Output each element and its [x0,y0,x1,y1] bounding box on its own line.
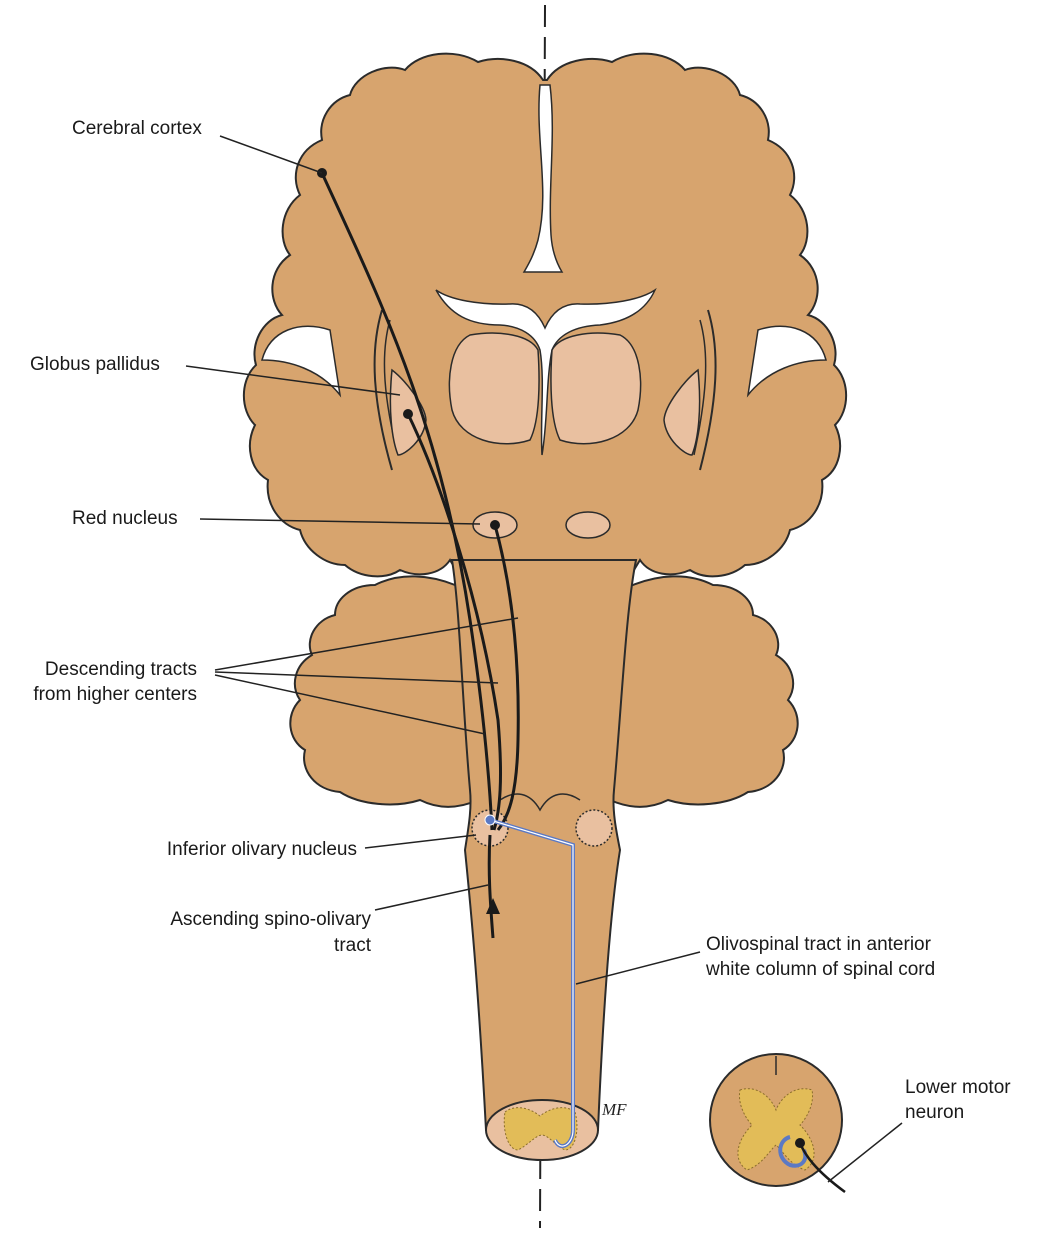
leader-ascending [374,884,489,911]
spinal-grey-matter [737,1088,815,1171]
olive-right [575,809,613,847]
artist-signature: MF [601,1100,627,1119]
internal-capsule-left [373,309,393,471]
label-globus-pallidus: Globus pallidus [30,354,160,375]
label-cerebral-cortex: Cerebral cortex [72,118,202,139]
red-nucleus-neuron [490,520,500,530]
tract-cortex [320,172,494,831]
label-descending-line2: from higher centers [33,684,197,705]
tract-spino-olivary [487,834,495,939]
label-lower-motor-line1: Lower motor [905,1077,1011,1098]
internal-capsule-right [699,309,717,471]
leader-globus-pallidus [185,365,401,396]
leader-olivospinal [575,951,701,985]
internal-capsule-right-2 [693,319,707,456]
label-ascending-line1: Ascending spino-olivary [170,909,371,930]
thalamus-left [448,332,540,445]
pallidus-neuron [403,409,413,419]
label-descending-line1: Descending tracts [45,659,197,680]
tract-olivospinal-inner [489,819,574,1147]
leader-descending-1 [214,617,519,671]
thalamus-right [550,332,642,445]
globus-pallidus-right [663,368,701,456]
label-olivospinal-line1: Olivospinal tract in anterior [706,934,932,955]
label-lower-motor-line2: neuron [905,1102,964,1123]
lower-motor-neuron-soma [795,1138,805,1148]
leader-red-nucleus [199,518,481,525]
cord-end-grey-matter [503,1107,578,1151]
leader-descending-2 [214,671,499,684]
leader-inferior-olivary [364,834,477,849]
lateral-sulcus-right [746,325,827,398]
olive-neuron [484,814,496,826]
label-ascending-line2: tract [334,935,372,956]
tract-red-nucleus [493,524,520,831]
spinal-olivospinal-hook [778,1135,808,1168]
brainstem-spinal-cord [450,559,638,1131]
leader-lower-motor [827,1122,903,1183]
leader-descending-3 [214,674,486,735]
tract-pallidus [406,413,503,831]
lateral-ventricles [435,287,657,456]
red-nucleus-right [565,511,611,539]
label-olivospinal-line2: white column of spinal cord [705,959,935,980]
label-red-nucleus: Red nucleus [72,508,178,529]
label-inferior-olivary: Inferior olivary nucleus [167,839,357,860]
leader-cerebral-cortex [219,135,323,174]
longitudinal-fissure [522,84,564,273]
spino-olivary-arrow [486,898,500,914]
lateral-sulcus-left [261,325,342,398]
